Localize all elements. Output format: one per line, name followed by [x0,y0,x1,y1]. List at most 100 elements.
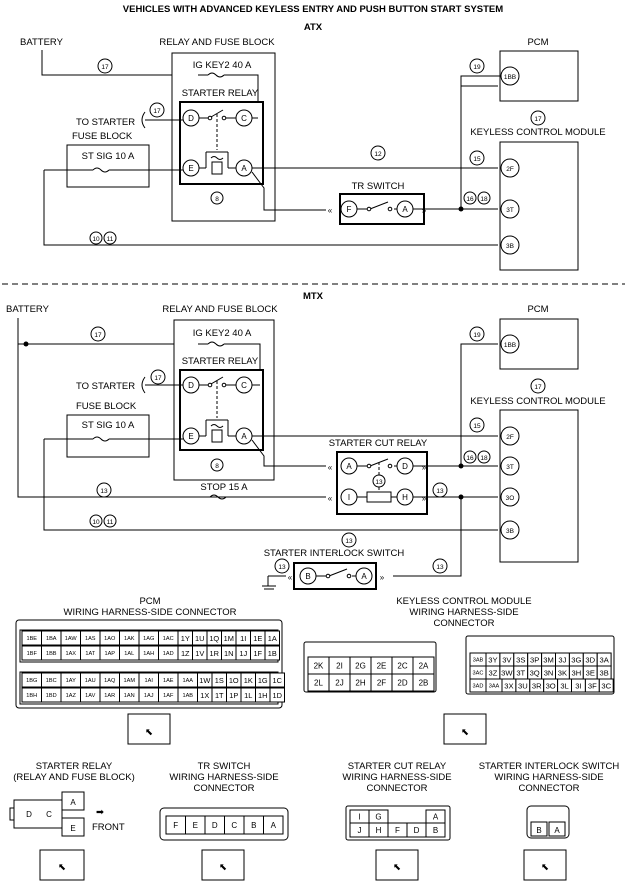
kcm-pin-3ac-label: 3AC [473,671,484,677]
pcm-pin-1l-label: 1L [244,691,252,700]
atx-tr-switch-label: TR SWITCH [352,181,405,192]
pcm-pin-1ad-label: 1AD [163,651,174,657]
mtx-note-19-text: 19 [473,332,481,339]
sr-pin-e: E [70,824,75,833]
pcm-pin-1r-label: 1R [210,649,219,658]
pcm-pin-1j-label: 1J [239,649,247,658]
mtx-note-13e-text: 13 [278,564,286,571]
mtx-kcm-label: KEYLESS CONTROL MODULE [470,396,605,407]
kcm-pin-3k-label: 3K [558,668,567,677]
kcm-pin-2b [412,673,435,692]
mtx-interlock-label: STARTER INTERLOCK SWITCH [264,548,405,559]
scr-connector-subtitle2: CONNECTOR [366,783,427,794]
atx-note-17c-text: 17 [534,116,542,123]
mtx-inter-pin-a-text: A [361,572,367,581]
pcm-pin-1av-label: 1AV [85,693,95,699]
svg-text:«: « [328,463,333,472]
atx-kcm-pin-3b [500,235,520,255]
tr-switch-connector-view: TR SWITCH WIRING HARNESS-SIDE CONNECTOR … [159,761,289,881]
kcm-pin-2b-label: 2B [419,679,429,688]
kcm-pin-3t-label: 3T [516,668,525,677]
pcm-pin-1e-label: 1E [253,634,262,643]
kcm-connector-view: KEYLESS CONTROL MODULE WIRING HARNESS-SI… [303,596,615,745]
atx-pcm-label: PCM [527,37,548,48]
pcm-pin-1ae-label: 1AE [163,678,174,684]
mtx-kcm-pin-2f-text: 2F [506,434,514,441]
atx-relay-pin-e-text: E [188,164,193,173]
kcm-pin-3o-label: 3O [546,681,556,690]
mtx-relay-pin-d-text: D [188,381,194,390]
pcm-pin-1ah-label: 1AH [143,651,154,657]
pcm-pin-1d [269,687,285,703]
kcm-pin-3f-label: 3F [588,681,597,690]
atx-tr-pin-a-text: A [402,205,408,214]
kcm-pin-3v-label: 3V [502,655,512,664]
pcm-pin-1g-label: 1G [258,676,268,685]
kcm-pin-3e-label: 3E [586,668,595,677]
kcm-pin-3d-label: 3D [585,655,595,664]
atx-note-11-text: 11 [107,236,114,243]
pcm-pin-1i-label: 1I [240,634,246,643]
atx-note-12-text: 12 [374,151,382,158]
atx-note-8 [210,191,224,205]
mtx-relay-pin-c-text: C [241,381,247,390]
mtx-cut-pin-a-text: A [346,462,352,471]
pcm-pin-1bg-label: 1BG [26,678,37,684]
pcm-pin-1ao-label: 1AO [104,636,116,642]
kcm-pin-3g-label: 3G [571,655,581,664]
pcm-pin-1m-label: 1M [224,634,234,643]
pcm-pin-1ac-label: 1AC [163,636,174,642]
pcm-pin-1am-label: 1AM [123,678,135,684]
scr-pin-b-label: B [433,826,438,835]
page-title: VEHICLES WITH ADVANCED KEYLESS ENTRY AND… [123,4,503,15]
sr-pin-a: A [70,798,76,807]
atx-pcm-pin-1bb-text: 1BB [504,74,516,81]
kcm-pin-3j-label: 3J [558,655,566,664]
tr-pin-d-label: D [212,821,218,830]
atx-label: ATX [304,22,323,33]
pcm-pin-1ax-label: 1AX [65,651,76,657]
pcm-pin-1p-label: 1P [229,691,238,700]
kcm-pin-3p-label: 3P [530,655,539,664]
mtx-note-10-text: 10 [92,519,100,526]
pcm-pin-1u-label: 1U [195,634,204,643]
kcm-pin-2f-label: 2F [377,679,386,688]
pcm-pin-1h-label: 1H [258,691,267,700]
atx-starter-relay-label: STARTER RELAY [182,88,259,99]
atx-kcm-pin-2f [500,158,520,178]
kcm-pin-2g-label: 2G [355,662,366,671]
svg-text:«: « [328,206,333,215]
mtx-st-sig-label: ST SIG 10 A [82,420,135,431]
kcm-pin-3m-label: 3M [543,655,554,664]
sis-pin-b: B [536,826,541,835]
mtx-battery-label: BATTERY [6,304,50,315]
pcm-pin-1at-label: 1AT [85,651,95,657]
atx-note-16-text: 16 [466,196,474,203]
pcm-pin-1a-label: 1A [268,634,277,643]
pcm-pin-1ab-label: 1AB [182,693,193,699]
scr-pin-f-label: F [395,826,400,835]
sis-connector-subtitle: WIRING HARNESS-SIDE [494,772,603,783]
sr-pin-c: C [46,810,52,819]
mtx-starter-cut-relay-label: STARTER CUT RELAY [329,438,428,449]
mtx-section: BATTERY 17 RELAY AND FUSE BLOCK IG KEY2 … [6,304,606,590]
atx-kcm-label: KEYLESS CONTROL MODULE [470,127,605,138]
mtx-note-13f-text: 13 [436,564,444,571]
svg-text:⬉: ⬉ [393,862,401,873]
pcm-pin-1n-label: 1N [224,649,233,658]
scr-connector-subtitle: WIRING HARNESS-SIDE [342,772,451,783]
atx-tr-pin-f-text: F [347,205,352,214]
kcm-pin-2i-label: 2I [336,662,343,671]
pcm-pin-1v-label: 1V [195,649,204,658]
kcm-pin-3ab-label: 3AB [473,658,484,664]
atx-fuse-block-label: FUSE BLOCK [72,131,133,142]
mtx-starter-relay-label: STARTER RELAY [182,356,259,367]
svg-text:⬉: ⬉ [461,727,469,738]
pcm-pin-1o-label: 1O [229,676,239,685]
svg-text:»: » [422,206,427,215]
kcm-pin-3w-label: 3W [501,668,513,677]
mtx-label: MTX [303,291,324,302]
pcm-pin-1a [264,630,280,646]
pcm-pin-1au-label: 1AU [85,678,96,684]
atx-ig-key2-label: IG KEY2 40 A [193,60,252,71]
